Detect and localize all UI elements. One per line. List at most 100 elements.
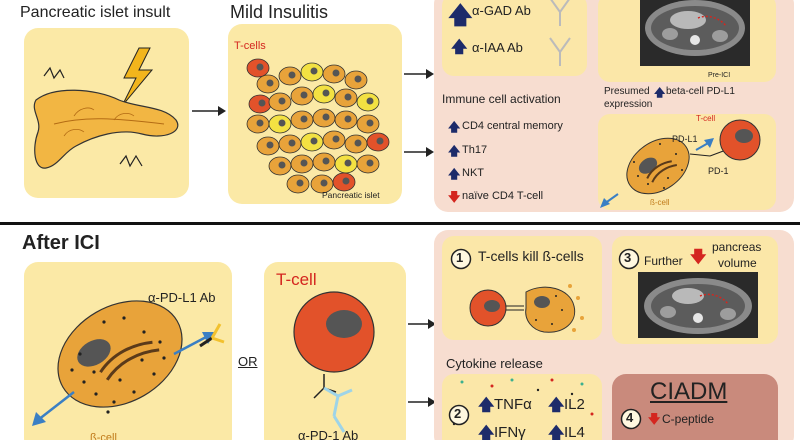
- ifn-up-arrow: 🡅: [478, 425, 495, 440]
- cpeptide-label: C-peptide: [662, 412, 715, 426]
- step1-number-circle: [450, 248, 472, 270]
- cell-nucleus: [310, 67, 318, 75]
- cell-nucleus: [256, 63, 264, 71]
- granule-dot: [118, 378, 122, 382]
- step3-number-circle: [618, 248, 640, 270]
- granule-dot: [122, 316, 126, 320]
- granule-dot: [158, 340, 162, 344]
- step2-number: 2: [454, 406, 462, 421]
- nkt-up-arrow: 🡅: [448, 167, 461, 181]
- arrow-insult-to-insulitis: [192, 106, 226, 116]
- arrow-to-step1: [408, 319, 436, 329]
- naive-down-arrow: 🡇: [448, 190, 461, 204]
- cytokine-il2: IL2: [564, 396, 585, 413]
- cell-nucleus: [278, 161, 286, 169]
- granule-dot: [82, 380, 86, 384]
- cell-nucleus: [320, 179, 328, 187]
- granule-dot: [162, 356, 166, 360]
- step3-text-b: pancreas: [712, 240, 762, 254]
- cell-nucleus: [288, 71, 296, 79]
- ciadm-label: CIADM: [650, 378, 728, 405]
- ct-scan-pre: [640, 0, 750, 66]
- iaa-up-arrow: 🡅: [451, 39, 468, 56]
- section-divider: [0, 222, 800, 225]
- title-insulitis: Mild Insulitis: [230, 2, 329, 22]
- cytokine-title: Cytokine release: [446, 356, 543, 371]
- antibody-icons: [549, 0, 571, 66]
- cell-nucleus: [322, 113, 330, 121]
- cell-nucleus: [300, 159, 308, 167]
- cell-nucleus: [344, 93, 352, 101]
- step1-text: T-cells kill ß-cells: [478, 248, 584, 264]
- immune-item-nkt: NKT: [462, 167, 484, 179]
- granule-dot: [92, 370, 96, 374]
- after-ici-heading: After ICI: [22, 232, 100, 254]
- immune-item-cd4: CD4 central memory: [462, 120, 563, 132]
- cytokine-ifn: IFNγ: [494, 424, 526, 440]
- step3-number: 3: [624, 250, 632, 265]
- presumed-text-a: Presumed: [604, 86, 650, 97]
- th17-up-arrow: 🡅: [448, 144, 461, 158]
- cell-nucleus: [332, 69, 340, 77]
- cytokine-il4: IL4: [564, 424, 585, 440]
- granule-dot: [112, 400, 116, 404]
- gad-ab-label: α-GAD Ab: [472, 3, 531, 18]
- cell-nucleus: [322, 157, 330, 165]
- granule-dot: [132, 390, 136, 394]
- il2-up-arrow: 🡅: [548, 397, 565, 414]
- pdl1-interaction: [600, 119, 761, 208]
- granule-dot: [94, 392, 98, 396]
- cell-nucleus: [266, 79, 274, 87]
- cell-nucleus: [300, 91, 308, 99]
- step4-number-circle: [620, 408, 642, 430]
- granule-dot: [140, 358, 144, 362]
- tcell-small-label: T-cell: [696, 114, 716, 123]
- il4-up-arrow: 🡅: [548, 425, 565, 440]
- tcell-illustration: [293, 291, 375, 433]
- cell-nucleus: [366, 97, 374, 105]
- immune-item-naive: naïve CD4 T-cell: [462, 190, 544, 202]
- cell-nucleus: [288, 139, 296, 147]
- bcell-small-label: ß-cell: [650, 198, 670, 207]
- arrow-to-step2: [408, 397, 436, 407]
- title-insult: Pancreatic islet insult: [20, 4, 171, 21]
- pdl1-up-arrow: 🡅: [654, 87, 666, 99]
- step1-number: 1: [456, 250, 464, 265]
- cd4-up-arrow: 🡅: [448, 120, 461, 134]
- arrow-to-immune: [404, 147, 434, 157]
- granule-dot: [70, 368, 74, 372]
- cell-nucleus: [278, 119, 286, 127]
- pd1-ab-label: α-PD-1 Ab: [298, 428, 359, 440]
- immune-item-th17: Th17: [462, 144, 488, 156]
- bcell-label: ß-cell: [90, 432, 117, 440]
- cell-nucleus: [296, 179, 304, 187]
- cytokine-card: [442, 374, 602, 440]
- cell-nucleus: [354, 139, 362, 147]
- antibody-card: [442, 0, 587, 76]
- granule-dot: [102, 320, 106, 324]
- granule-dot: [78, 352, 82, 356]
- cytokine-tnf: TNFα: [494, 396, 532, 413]
- ciadm-box: [612, 374, 778, 440]
- cell-nucleus: [342, 177, 350, 185]
- cpeptide-down-arrow: 🡇: [648, 412, 661, 426]
- cell-nucleus: [258, 99, 266, 107]
- cell-nucleus: [310, 137, 318, 145]
- beta-cell-illustration: [32, 300, 225, 426]
- step3-text-a: Further: [644, 254, 683, 268]
- arrow-to-antibodies: [404, 69, 434, 79]
- tnf-up-arrow: 🡅: [478, 397, 495, 414]
- presumed-text-b: beta-cell PD-L1: [666, 86, 735, 97]
- presumed-text-c: expression: [604, 99, 653, 110]
- cell-nucleus: [366, 159, 374, 167]
- cell-nucleus: [354, 75, 362, 83]
- step2-number-circle: [448, 404, 470, 426]
- cell-nucleus: [256, 119, 264, 127]
- pdl1-ab-label: α-PD-L1 Ab: [148, 290, 216, 305]
- cell-nucleus: [376, 137, 384, 145]
- iaa-ab-label: α-IAA Ab: [472, 40, 523, 55]
- step1-kill-illustration: [469, 284, 584, 333]
- granule-dot: [142, 330, 146, 334]
- ct-scan-post: [638, 272, 758, 338]
